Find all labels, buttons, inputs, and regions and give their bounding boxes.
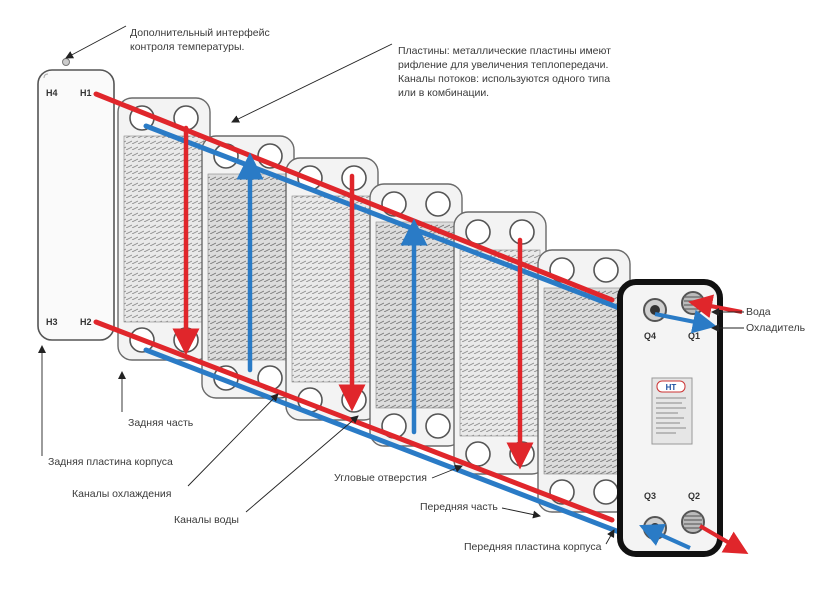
callout-corner-holes: Угловые отверстия (334, 472, 427, 484)
rear-frame-plate: H4 H1 H3 H2 (37, 58, 115, 341)
port-label-h2: H2 (80, 317, 92, 327)
callout-rear-part: Задняя часть (128, 417, 194, 429)
coolant-outlet-arrow (654, 309, 717, 334)
front-port-arrows (639, 294, 749, 555)
coolant-inlet-arrow (639, 523, 691, 550)
callout-front-frame-plate: Передняя пластина корпуса (464, 541, 602, 553)
corner-hole (465, 219, 491, 245)
callout-temperature-interface: Дополнительный интерфейс контроля темпер… (130, 27, 270, 53)
water-outlet-arrow (698, 524, 749, 555)
cold-top-header (143, 123, 643, 319)
heat-plate (285, 157, 379, 421)
port-q2-icon (681, 510, 705, 534)
callout-coolant: Охладитель (746, 322, 806, 334)
corner-hole (593, 257, 619, 283)
callout-front-part: Передняя часть (420, 501, 498, 513)
port-label-q2: Q2 (688, 491, 700, 501)
callout-water: Вода (746, 306, 771, 318)
callout-water-channels: Каналы воды (174, 514, 239, 526)
corner-hole (465, 441, 491, 467)
water-inlet-arrow (688, 294, 743, 319)
corner-hole (425, 413, 451, 439)
corner-hole (593, 479, 619, 505)
port-label-q3: Q3 (644, 491, 656, 501)
leader-lines (38, 25, 744, 545)
nameplate-logo: HT (666, 383, 677, 392)
port-label-q4: Q4 (644, 331, 656, 341)
callout-rear-frame-plate: Задняя пластина корпуса (48, 456, 173, 468)
port-label-h4: H4 (46, 88, 58, 98)
cold-bottom-header (143, 347, 643, 543)
port-label-h1: H1 (80, 88, 92, 98)
port-label-h3: H3 (46, 317, 58, 327)
callout-plates: Пластины: металлические пластины имеют р… (398, 45, 611, 99)
port-label-q1: Q1 (688, 331, 700, 341)
plate-stack (117, 97, 631, 513)
heat-plate (117, 97, 211, 361)
callout-cooling-channels: Каналы охлаждения (72, 488, 172, 500)
nameplate: HT (651, 377, 693, 445)
corner-hole (425, 191, 451, 217)
